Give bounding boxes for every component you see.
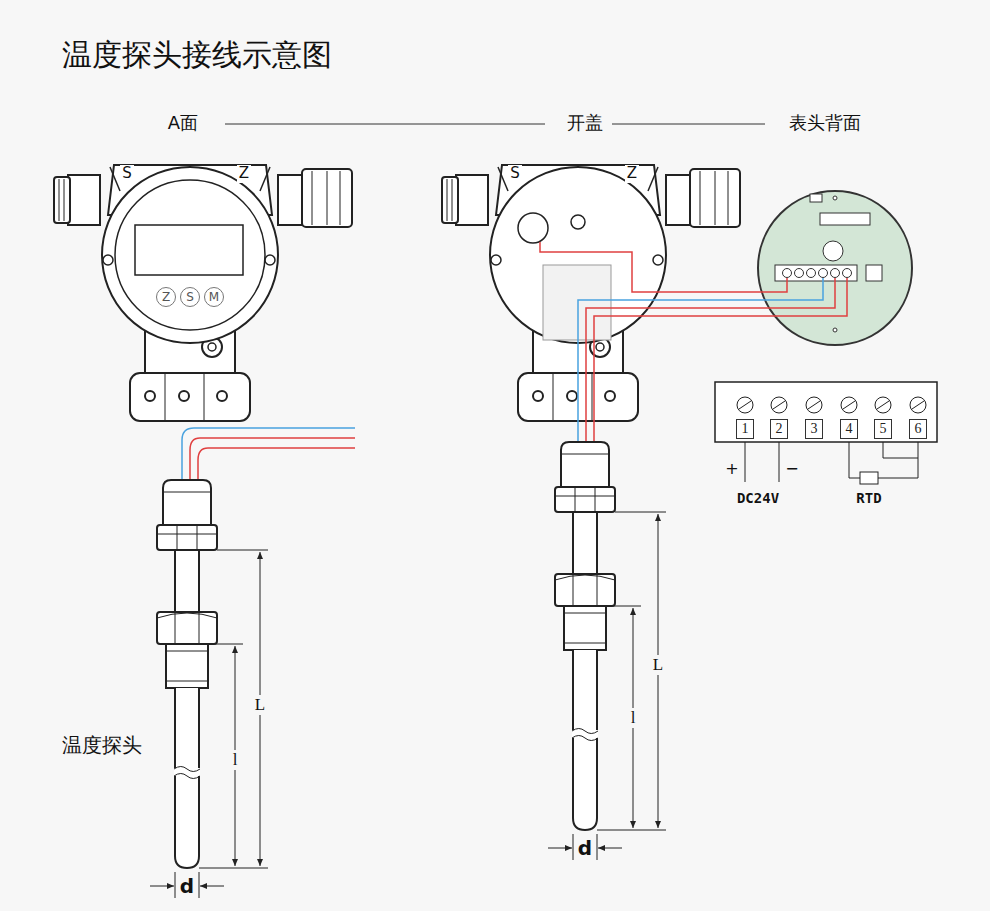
button-circle: S <box>180 287 200 307</box>
diagram-title: 温度探头接线示意图 <box>60 38 334 73</box>
dimension: d <box>576 837 594 860</box>
header-rule <box>225 124 545 125</box>
meter-back-board <box>758 191 912 345</box>
dimension: d <box>178 875 196 898</box>
terminal-number: 1 <box>742 422 749 436</box>
terminal-number-box: 4 <box>840 419 858 439</box>
button-letter: S <box>186 291 194 303</box>
button-letter: M <box>209 291 219 303</box>
terminal-number: 5 <box>880 422 887 436</box>
terminal-wiring <box>745 442 918 484</box>
terminal-number: 6 <box>915 422 922 436</box>
dimension: l <box>231 750 240 770</box>
temperature-probe <box>157 480 217 868</box>
housing-mark: S <box>508 165 522 182</box>
wire <box>578 278 823 446</box>
housing-mark: S <box>120 165 134 182</box>
button-circle: M <box>204 287 224 307</box>
wire <box>540 242 787 292</box>
dimension: l <box>629 708 638 728</box>
button-letter: Z <box>162 291 170 303</box>
button-circle: Z <box>156 287 176 307</box>
terminal-number-box: 6 <box>909 419 927 439</box>
part-name: 温度探头 <box>60 734 144 757</box>
terminal-number-box: 3 <box>805 419 823 439</box>
wire <box>182 428 355 482</box>
dimension-lines <box>150 550 268 898</box>
terminal-number-box: 1 <box>736 419 754 439</box>
wire <box>198 448 355 482</box>
terminal-number: 4 <box>846 422 853 436</box>
housing-front <box>54 165 352 421</box>
signal-name: DC24V <box>735 490 781 506</box>
terminal-number: 3 <box>811 422 818 436</box>
polarity-sign: − <box>783 460 800 478</box>
terminal-block <box>715 382 937 442</box>
housing-mark: Z <box>237 165 251 182</box>
view-heading: 开盖 <box>565 113 605 134</box>
dimension: L <box>253 695 267 715</box>
header-rule <box>612 124 765 125</box>
housing-open <box>442 165 740 421</box>
view-heading: A面 <box>166 113 200 134</box>
resistor-symbol <box>860 472 878 484</box>
signal-name: RTD <box>854 490 883 506</box>
temperature-probe <box>555 442 615 830</box>
dimension-lines <box>548 512 666 860</box>
housing-mark: Z <box>625 165 639 182</box>
polarity-sign: + <box>723 460 740 478</box>
terminal-number-box: 2 <box>770 419 788 439</box>
dimension: L <box>651 655 665 675</box>
wire <box>190 438 355 482</box>
terminal-number-box: 5 <box>874 419 892 439</box>
view-heading: 表头背面 <box>787 113 863 134</box>
terminal-number: 2 <box>776 422 783 436</box>
